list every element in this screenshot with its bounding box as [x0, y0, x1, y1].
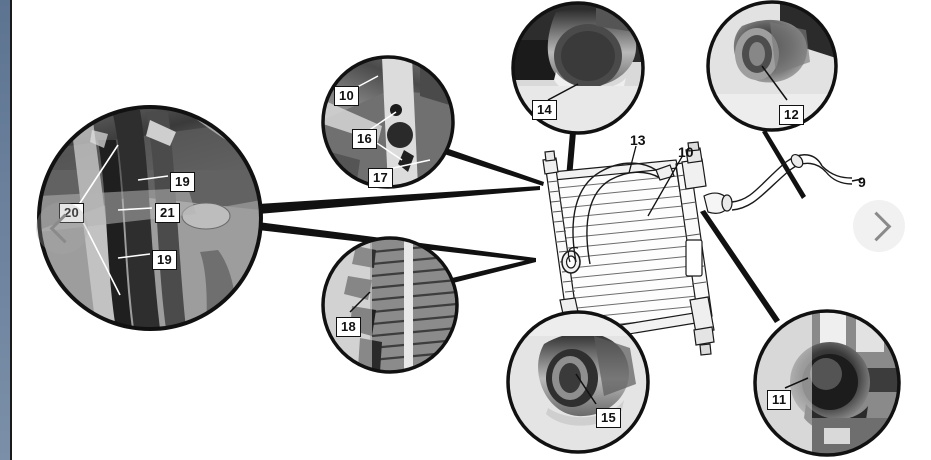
detail-photo-upper-hose [511, 1, 645, 135]
callout-leader-14 [547, 83, 579, 101]
leader-to-bracket [444, 148, 544, 186]
page-gutter [0, 0, 10, 460]
detail-photo-lower-hose [506, 310, 650, 454]
callout-10-detail: 10 [334, 86, 360, 106]
callout-18: 18 [336, 317, 362, 337]
page-gutter-rule [10, 0, 12, 460]
detail-photo-drain [753, 309, 901, 457]
callout-16: 16 [352, 129, 378, 149]
hose-13-end [655, 164, 675, 181]
callout-9: 9 [858, 174, 866, 190]
callout-19-lower: 19 [152, 250, 178, 270]
callout-12: 12 [779, 105, 805, 125]
callout-leader-18 [349, 291, 371, 313]
chevron-right-icon [861, 211, 892, 241]
tick-10 [647, 154, 684, 217]
callout-20: 20 [59, 203, 85, 223]
callout-21: 21 [155, 203, 181, 223]
tick-9 [851, 178, 863, 182]
next-image-button[interactable] [853, 200, 905, 252]
detail-photo-fitting [706, 0, 838, 132]
right-tank-window [685, 239, 703, 277]
radiator-assembly [542, 141, 863, 356]
callout-leader-15 [575, 373, 597, 405]
callout-19-upper: 19 [170, 172, 196, 192]
right-upper-neck [681, 158, 707, 190]
callout-13: 13 [630, 132, 646, 148]
right-lower-fitting [689, 296, 715, 334]
hose-9 [731, 154, 823, 203]
callout-leader-12 [761, 65, 788, 101]
leader-to-19-20-21 [258, 186, 540, 214]
chevron-left-icon [49, 213, 80, 243]
callout-14: 14 [532, 100, 558, 120]
callout-leader-11 [784, 377, 809, 389]
hose-9-tail [821, 165, 853, 179]
tick-13 [628, 145, 637, 174]
callout-leaders-1 [77, 144, 169, 296]
callout-15: 15 [596, 408, 622, 428]
leader-to-upper-hose [566, 132, 576, 178]
outlet-lip [721, 194, 733, 212]
callout-11: 11 [767, 390, 792, 410]
callout-17: 17 [368, 168, 394, 188]
leader-to-core-18 [452, 258, 536, 283]
callout-10-main: 10 [678, 144, 694, 160]
detail-photo-core [321, 236, 459, 374]
leader-to-drain-11 [700, 210, 780, 323]
hose-13 [572, 162, 657, 263]
previous-image-button[interactable] [36, 202, 88, 254]
